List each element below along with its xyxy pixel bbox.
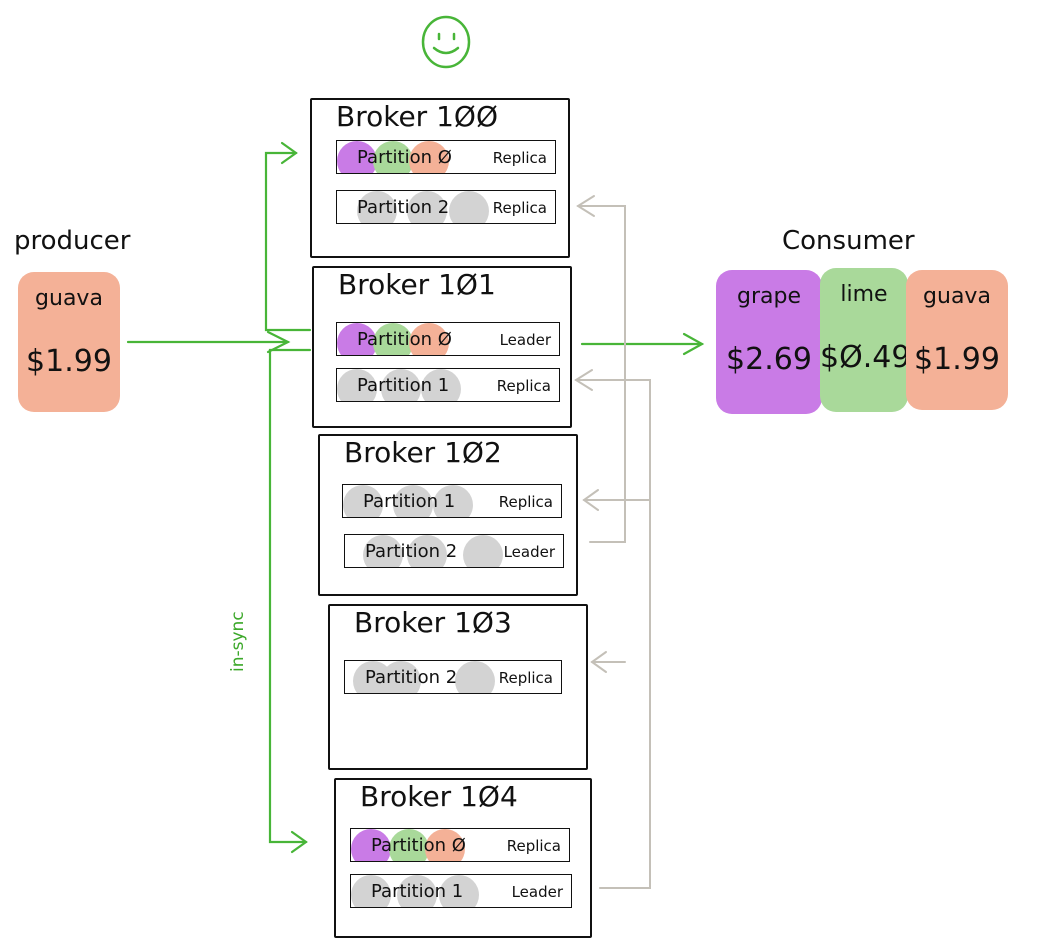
partition-role: Replica: [498, 493, 553, 511]
message-dot: [381, 661, 421, 693]
consume-arrow: [580, 332, 705, 356]
replicate-up-arrow: [264, 141, 312, 332]
partition-row: Partition Ø Leader: [336, 322, 560, 356]
message-dot: [337, 369, 377, 401]
broker-103: Broker 1Ø3 Partition 2 Replica: [328, 604, 588, 770]
partition-role: Leader: [499, 331, 551, 349]
message-dot: [433, 485, 473, 517]
broker-title: Broker 1Ø1: [338, 268, 496, 301]
partition-role: Leader: [511, 883, 563, 901]
message-dot: [439, 875, 479, 907]
partition-row: Partition 2 Leader: [344, 534, 564, 568]
consumer-message-guava: guava $1.99: [906, 270, 1008, 410]
message-dot: [463, 535, 503, 567]
partition-name: Partition 1: [363, 491, 456, 512]
message-dot: [393, 485, 433, 517]
message-dot: [389, 829, 429, 861]
smiley-icon: [421, 15, 471, 69]
partition-name: Partition 2: [365, 541, 458, 562]
partition-name: Partition Ø: [371, 835, 466, 856]
partition-role: Replica: [492, 199, 547, 217]
partition-1-replication-lines: [574, 369, 651, 889]
message-price: $Ø.49: [820, 340, 911, 375]
message-dot: [343, 485, 383, 517]
message-dot: [381, 369, 421, 401]
message-name: guava: [35, 286, 103, 311]
partition-row: Partition 2 Replica: [344, 660, 562, 694]
consumer-message-grape: grape $2.69: [716, 270, 822, 414]
message-dot: [373, 141, 413, 173]
message-dot: [373, 323, 413, 355]
in-sync-arrow: [268, 348, 312, 854]
partition-row: Partition 1 Leader: [350, 874, 572, 908]
message-dot: [337, 323, 377, 355]
message-dot: [409, 141, 449, 173]
broker-title: Broker 1ØØ: [336, 100, 498, 133]
message-name: guava: [923, 284, 991, 309]
partition-name: Partition 1: [371, 881, 464, 902]
broker-title: Broker 1Ø3: [354, 606, 512, 639]
partition-role: Leader: [503, 543, 555, 561]
partition-name: Partition Ø: [357, 147, 452, 168]
producer-message: guava $1.99: [18, 272, 120, 412]
message-dot: [425, 829, 465, 861]
broker-title: Broker 1Ø4: [360, 780, 518, 813]
partition-row: Partition 1 Replica: [336, 368, 560, 402]
message-dot: [351, 875, 391, 907]
message-dot: [397, 875, 437, 907]
partition-row: Partition 2 Replica: [336, 190, 556, 224]
consumer-title: Consumer: [782, 226, 915, 256]
broker-102: Broker 1Ø2 Partition 1 Replica Partition…: [318, 434, 578, 596]
consumer-message-lime: lime $Ø.49: [820, 268, 911, 412]
partition-2-replication-lines: [576, 195, 626, 673]
message-name: lime: [840, 282, 888, 307]
partition-name: Partition 2: [365, 667, 458, 688]
message-dot: [337, 141, 377, 173]
message-dot: [409, 323, 449, 355]
message-price: $1.99: [914, 342, 1000, 377]
message-price: $1.99: [26, 344, 112, 379]
message-dot: [357, 191, 397, 223]
partition-role: Replica: [496, 377, 551, 395]
message-dot: [449, 191, 489, 223]
message-dot: [407, 191, 447, 223]
message-dot: [363, 535, 403, 567]
message-name: grape: [737, 284, 801, 309]
message-dot: [421, 369, 461, 401]
partition-role: Replica: [492, 149, 547, 167]
partition-role: Replica: [506, 837, 561, 855]
partition-row: Partition 1 Replica: [342, 484, 562, 518]
partition-role: Replica: [498, 669, 553, 687]
producer-title: producer: [14, 226, 131, 256]
message-dot: [455, 661, 495, 693]
partition-row: Partition Ø Replica: [350, 828, 570, 862]
broker-title: Broker 1Ø2: [344, 436, 502, 469]
in-sync-label: in-sync: [228, 611, 248, 672]
message-dot: [351, 829, 391, 861]
partition-name: Partition 2: [357, 197, 450, 218]
message-dot: [407, 535, 447, 567]
partition-name: Partition Ø: [357, 329, 452, 350]
message-price: $2.69: [726, 342, 812, 377]
partition-row: Partition Ø Replica: [336, 140, 556, 174]
broker-100: Broker 1ØØ Partition Ø Replica Partition…: [310, 98, 570, 258]
broker-101: Broker 1Ø1 Partition Ø Leader Partition …: [312, 266, 572, 428]
partition-name: Partition 1: [357, 375, 450, 396]
produce-arrow: [126, 330, 291, 354]
broker-104: Broker 1Ø4 Partition Ø Replica Partition…: [334, 778, 592, 938]
